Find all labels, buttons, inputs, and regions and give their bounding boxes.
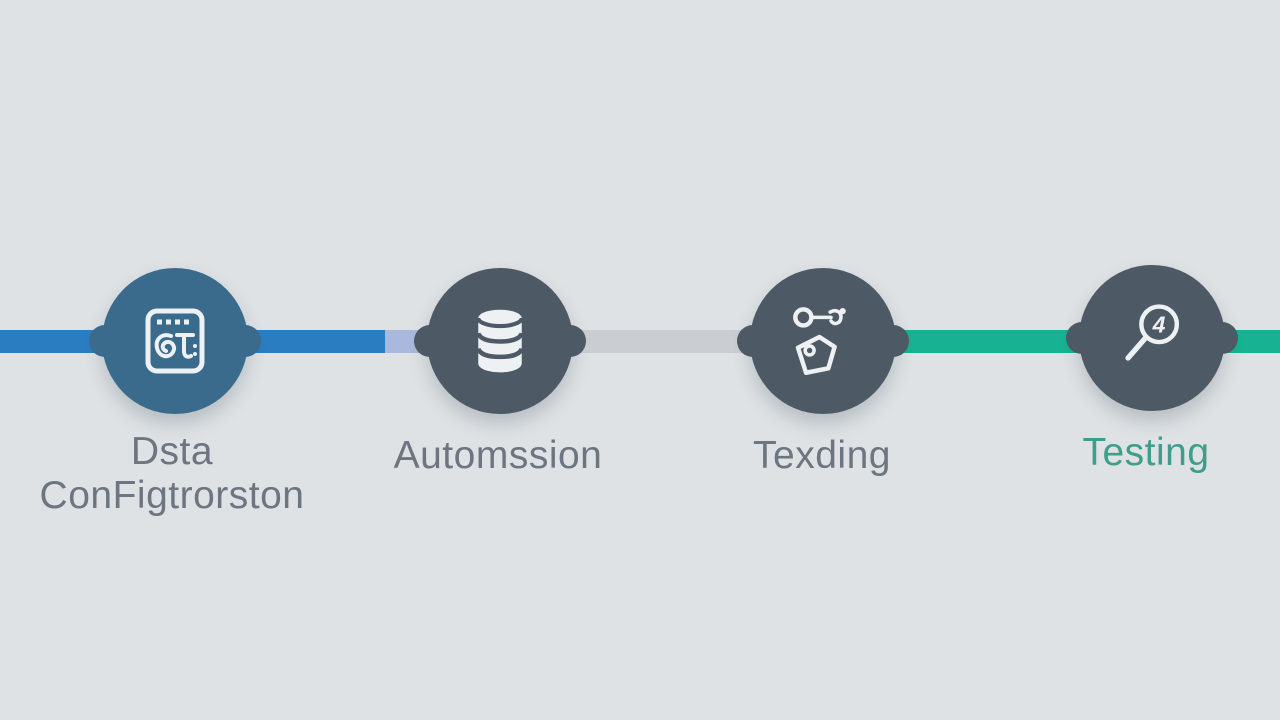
database-icon — [471, 307, 529, 376]
pipeline-node-automation — [414, 268, 586, 414]
node-label-testing-final: Testing — [1082, 431, 1210, 474]
pipeline-node-data-configuration — [89, 268, 261, 414]
node-label-line2: ConFigtrorston — [39, 474, 305, 517]
magnifier-glyph: 4 — [1152, 311, 1166, 337]
node-label-testing: Texding — [753, 434, 891, 477]
calendar-icon — [143, 305, 207, 377]
node-label-automation: Automssion — [393, 434, 603, 477]
tag-network-icon — [789, 304, 857, 379]
pipeline-node-testing-final: 4 — [1066, 265, 1238, 411]
pipeline-node-testing — [737, 268, 909, 414]
node-label-line1: Dsta — [130, 430, 214, 473]
magnifier-icon: 4 — [1120, 303, 1184, 374]
node-label-data-configuration: Dsta ConFigtrorston — [2, 430, 342, 518]
